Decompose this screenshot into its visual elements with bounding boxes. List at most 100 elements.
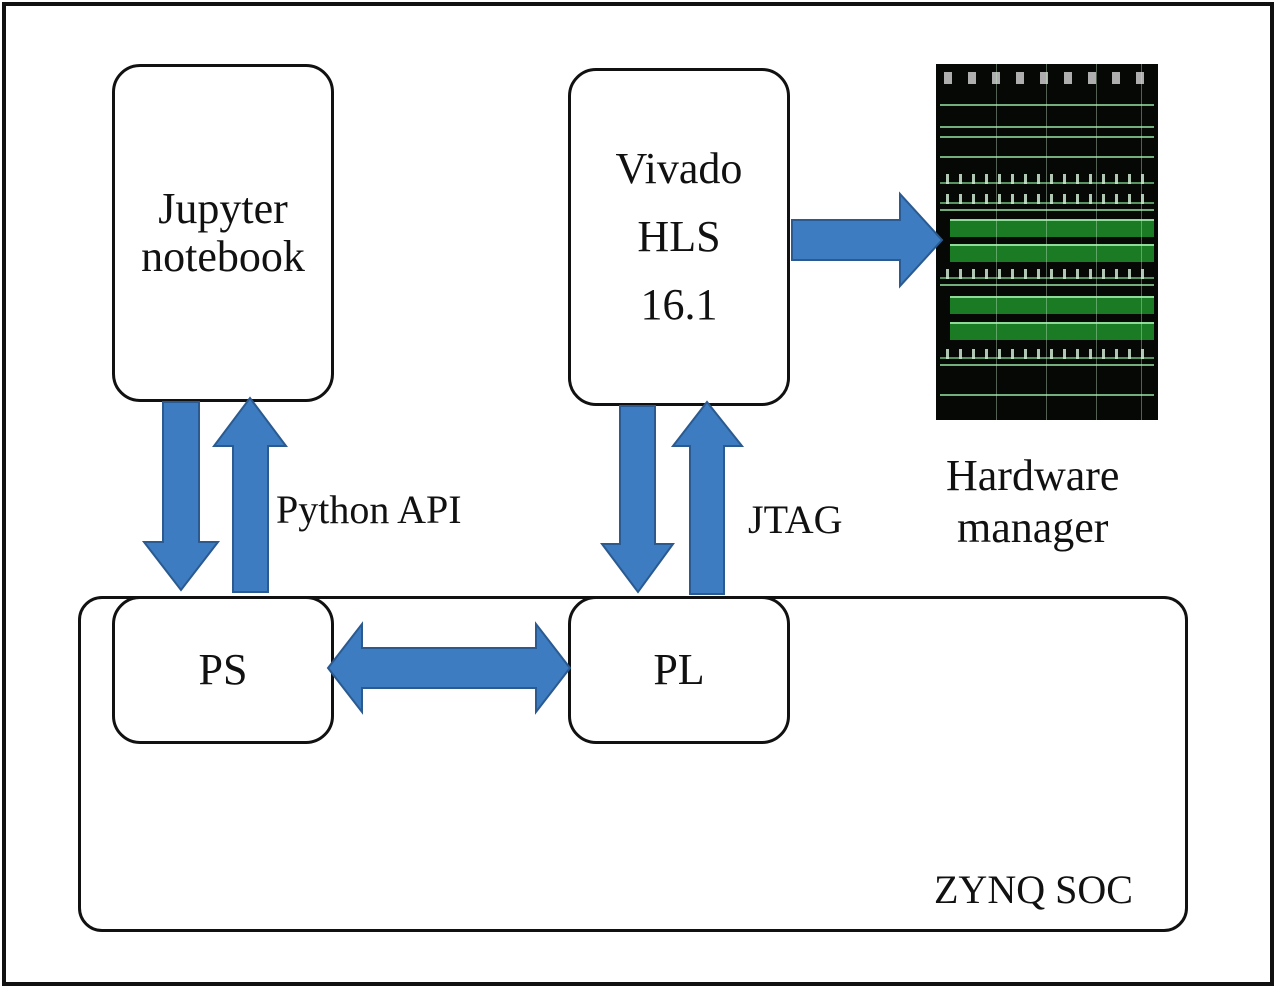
waveform-trace bbox=[950, 322, 1154, 324]
waveform-trace bbox=[1024, 349, 1027, 359]
jupyter-notebook-box: Jupyter notebook bbox=[112, 64, 334, 402]
waveform-trace bbox=[1089, 269, 1092, 279]
waveform-trace bbox=[1011, 194, 1014, 204]
waveform-trace bbox=[1089, 174, 1092, 184]
waveform-graphic bbox=[940, 64, 1154, 420]
waveform-trace bbox=[950, 296, 1154, 314]
pl-box: PL bbox=[568, 596, 790, 744]
vivado-to-pl-arrow bbox=[600, 405, 675, 594]
waveform-trace bbox=[972, 174, 975, 184]
waveform-trace bbox=[946, 269, 949, 279]
waveform-trace bbox=[985, 269, 988, 279]
pl-label: PL bbox=[653, 644, 705, 694]
ps-box: PS bbox=[112, 596, 334, 744]
waveform-trace bbox=[950, 244, 1154, 262]
waveform-trace bbox=[998, 269, 1001, 279]
waveform-trace bbox=[1141, 64, 1142, 420]
waveform-trace bbox=[940, 277, 1154, 279]
jtag-label: JTAG bbox=[748, 497, 843, 542]
waveform-trace bbox=[959, 269, 962, 279]
waveform-trace bbox=[940, 202, 1154, 204]
waveform-trace bbox=[950, 219, 1154, 221]
waveform-trace bbox=[1011, 269, 1014, 279]
waveform-trace bbox=[968, 72, 976, 84]
waveform-trace bbox=[1128, 194, 1131, 204]
waveform-trace bbox=[1102, 194, 1105, 204]
vivado-to-hardware-manager-arrow bbox=[791, 191, 944, 289]
waveform-trace bbox=[1102, 174, 1105, 184]
zynq-soc-label: ZYNQ SOC bbox=[934, 867, 1133, 912]
waveform-trace bbox=[940, 284, 1154, 286]
waveform-trace bbox=[944, 72, 952, 84]
waveform-trace bbox=[1096, 64, 1097, 420]
vivado-hls-label: Vivado HLS 16.1 bbox=[615, 143, 743, 330]
waveform-trace bbox=[1063, 194, 1066, 204]
waveform-trace bbox=[996, 64, 997, 420]
waveform-trace bbox=[940, 182, 1154, 184]
waveform-trace bbox=[1050, 174, 1053, 184]
waveform-trace bbox=[940, 394, 1154, 396]
waveform-trace bbox=[1024, 194, 1027, 204]
waveform-trace bbox=[998, 194, 1001, 204]
waveform-trace bbox=[1089, 194, 1092, 204]
waveform-trace bbox=[972, 194, 975, 204]
ps-label: PS bbox=[198, 644, 248, 694]
waveform-trace bbox=[940, 357, 1154, 359]
waveform-trace bbox=[972, 269, 975, 279]
waveform-trace bbox=[1024, 269, 1027, 279]
waveform-trace bbox=[1040, 72, 1048, 84]
waveform-trace bbox=[1037, 269, 1040, 279]
pl-to-vivado-arrow bbox=[670, 400, 745, 595]
waveform-trace bbox=[1063, 349, 1066, 359]
waveform-trace bbox=[998, 174, 1001, 184]
waveform-trace bbox=[940, 126, 1154, 128]
hardware-manager-label: Hardware manager bbox=[946, 451, 1120, 552]
waveform-trace bbox=[1115, 349, 1118, 359]
waveform-trace bbox=[959, 349, 962, 359]
jupyter-to-ps-arrow bbox=[141, 401, 221, 592]
waveform-trace bbox=[1076, 174, 1079, 184]
waveform-trace bbox=[940, 209, 1154, 211]
waveform-trace bbox=[1050, 349, 1053, 359]
jupyter-notebook-label: Jupyter notebook bbox=[141, 183, 305, 281]
waveform-trace bbox=[950, 296, 1154, 298]
waveform-trace bbox=[1136, 72, 1144, 84]
waveform-trace bbox=[985, 349, 988, 359]
waveform-trace bbox=[1141, 269, 1144, 279]
waveform-trace bbox=[940, 156, 1154, 158]
waveform-trace bbox=[1076, 194, 1079, 204]
waveform-trace bbox=[1089, 349, 1092, 359]
waveform-trace bbox=[1128, 349, 1131, 359]
waveform-trace bbox=[1076, 269, 1079, 279]
waveform-trace bbox=[1115, 174, 1118, 184]
waveform-trace bbox=[1050, 269, 1053, 279]
waveform-trace bbox=[1037, 174, 1040, 184]
waveform-trace bbox=[1011, 174, 1014, 184]
vivado-hls-box: Vivado HLS 16.1 bbox=[568, 68, 790, 406]
waveform-trace bbox=[1024, 174, 1027, 184]
waveform-trace bbox=[1088, 72, 1096, 84]
waveform-trace bbox=[1115, 194, 1118, 204]
waveform-trace bbox=[1011, 349, 1014, 359]
waveform-trace bbox=[1141, 194, 1144, 204]
waveform-trace bbox=[1076, 349, 1079, 359]
waveform-trace bbox=[946, 349, 949, 359]
waveform-trace bbox=[950, 322, 1154, 340]
waveform-trace bbox=[1141, 349, 1144, 359]
waveform-trace bbox=[1037, 194, 1040, 204]
hardware-manager-waveform-image bbox=[936, 64, 1158, 420]
waveform-trace bbox=[1037, 349, 1040, 359]
waveform-trace bbox=[950, 219, 1154, 237]
waveform-trace bbox=[940, 136, 1154, 138]
waveform-trace bbox=[950, 244, 1154, 246]
waveform-trace bbox=[985, 194, 988, 204]
waveform-trace bbox=[1063, 174, 1066, 184]
waveform-trace bbox=[1112, 72, 1120, 84]
waveform-trace bbox=[959, 194, 962, 204]
waveform-trace bbox=[985, 174, 988, 184]
waveform-trace bbox=[1064, 72, 1072, 84]
waveform-trace bbox=[1016, 72, 1024, 84]
waveform-trace bbox=[940, 364, 1154, 366]
